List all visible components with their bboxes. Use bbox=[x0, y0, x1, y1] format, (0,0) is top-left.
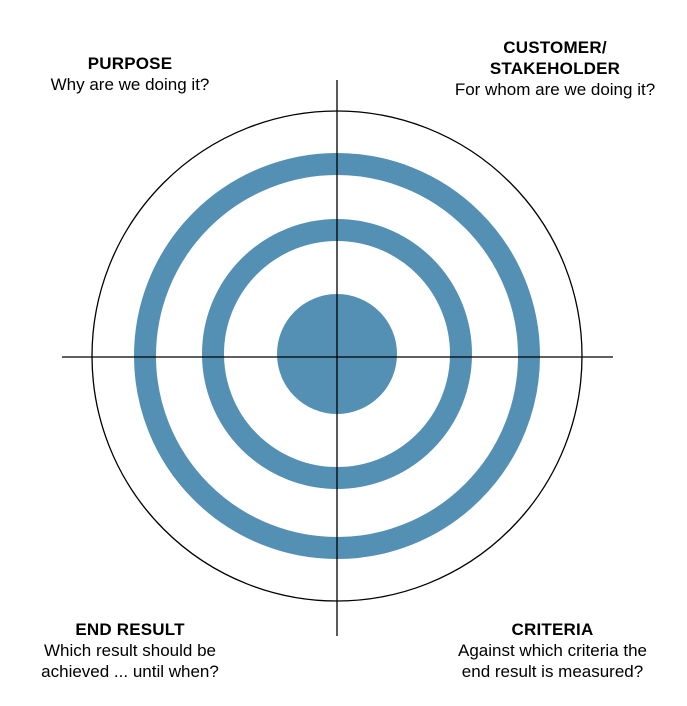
criteria-title: CRITERIA bbox=[511, 620, 594, 639]
customer-title: CUSTOMER/ STAKEHOLDER bbox=[430, 37, 680, 79]
purpose-subtitle: Why are we doing it? bbox=[50, 75, 210, 94]
end-result-subtitle-line1: Which result should be bbox=[44, 641, 216, 660]
customer-title-line2: STAKEHOLDER bbox=[489, 59, 621, 78]
customer-title-line1: CUSTOMER/ bbox=[503, 38, 607, 57]
end-result-title: END RESULT bbox=[75, 620, 185, 639]
end-result-label: END RESULT Which result should be achiev… bbox=[10, 619, 250, 682]
customer-subtitle: For whom are we doing it? bbox=[454, 80, 656, 99]
end-result-subtitle-line2: achieved ... until when? bbox=[41, 662, 219, 681]
criteria-subtitle-line1: Against which criteria the bbox=[458, 641, 647, 660]
purpose-title: PURPOSE bbox=[87, 54, 173, 73]
criteria-label: CRITERIA Against which criteria the end … bbox=[430, 619, 675, 682]
criteria-subtitle-line2: end result is measured? bbox=[461, 662, 644, 681]
customer-label: CUSTOMER/ STAKEHOLDER For whom are we do… bbox=[430, 37, 680, 100]
purpose-label: PURPOSE Why are we doing it? bbox=[20, 53, 240, 95]
